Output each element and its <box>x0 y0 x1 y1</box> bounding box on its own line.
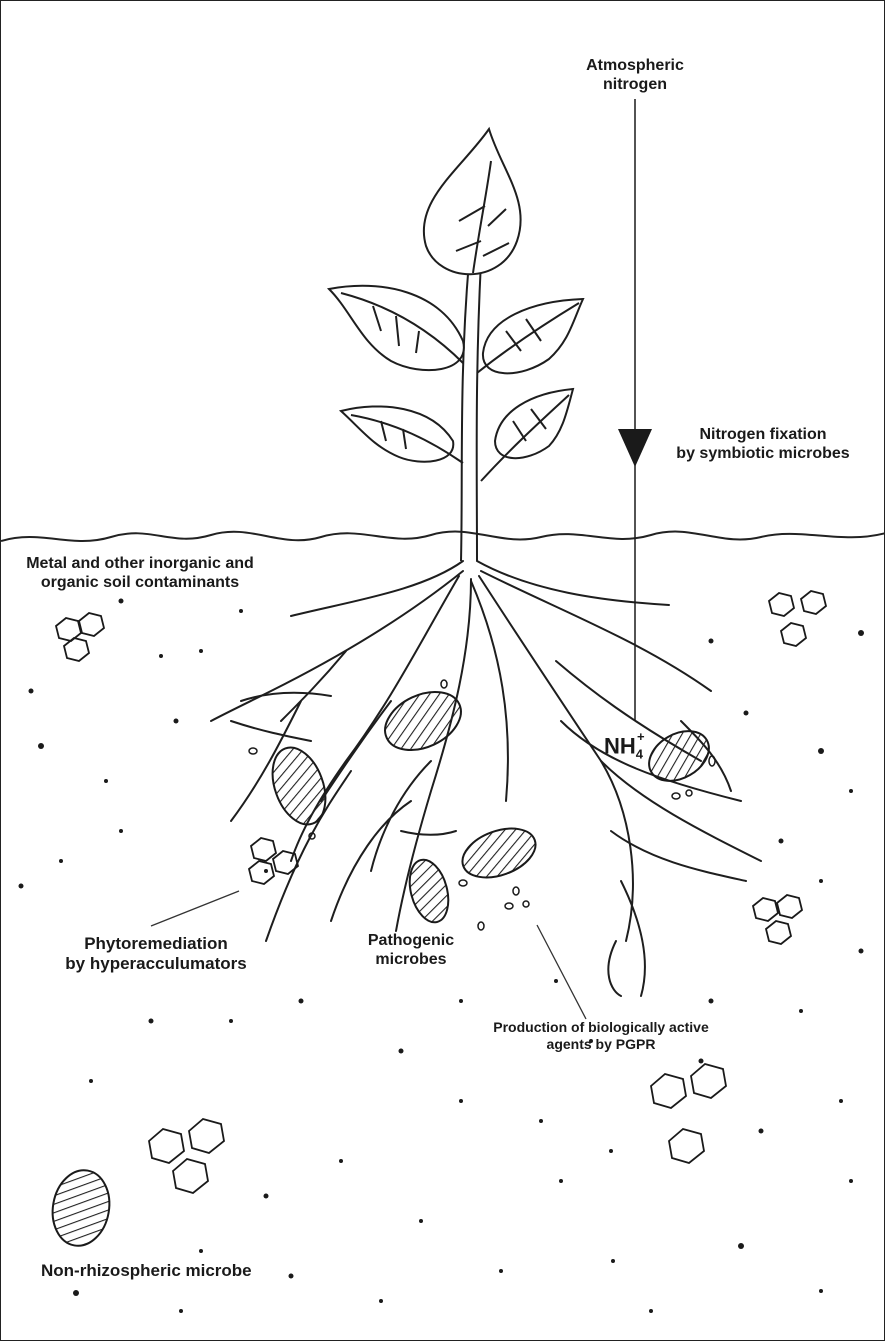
label-phytoremediation-line2: by hyperacculumators <box>31 954 281 974</box>
contaminant-cluster-bottom-right <box>651 1064 726 1163</box>
label-pathogenic-microbes-line2: microbes <box>351 950 471 969</box>
contaminant-cluster-left-top <box>56 613 104 661</box>
label-soil-contaminants-line2: organic soil contaminants <box>7 573 273 592</box>
label-nitrogen-fixation: Nitrogen fixation by symbiotic microbes <box>663 425 863 463</box>
label-ammonium: NH4+ <box>604 733 645 762</box>
ammonium-superscript: + <box>637 729 645 744</box>
label-phytoremediation-line1: Phytoremediation <box>31 934 281 954</box>
microbe-1 <box>376 681 470 762</box>
soil-surface-line <box>1 532 885 541</box>
plant-shoot <box>329 129 583 561</box>
rhizospheric-microbes <box>263 681 718 927</box>
label-atmospheric-nitrogen-line2: nitrogen <box>557 75 713 94</box>
label-pgpr-production-line2: agents by PGPR <box>461 1036 741 1053</box>
leaf-lower-left <box>341 406 453 461</box>
label-pathogenic-microbes-line1: Pathogenic <box>351 931 471 950</box>
ammonium-subscript: 4 <box>636 747 643 762</box>
label-soil-contaminants: Metal and other inorganic and organic so… <box>7 554 273 592</box>
contaminant-cluster-right-middle <box>753 895 802 944</box>
label-atmospheric-nitrogen-line1: Atmospheric <box>557 56 713 75</box>
label-atmospheric-nitrogen: Atmospheric nitrogen <box>557 56 713 94</box>
leaf-top <box>424 129 521 274</box>
label-non-rhizospheric-microbe-text: Non-rhizospheric microbe <box>41 1261 281 1281</box>
label-nitrogen-fixation-line2: by symbiotic microbes <box>663 444 863 463</box>
label-phytoremediation: Phytoremediation by hyperacculumators <box>31 934 281 975</box>
leaf-lower-right <box>495 389 573 458</box>
nitrogen-arrow <box>618 99 652 721</box>
ammonium-base: NH <box>604 733 636 758</box>
non-rhizospheric-microbe-shape <box>47 1166 115 1251</box>
label-pathogenic-microbes: Pathogenic microbes <box>351 931 471 969</box>
microbe-5 <box>456 819 542 886</box>
label-soil-contaminants-line1: Metal and other inorganic and <box>7 554 273 573</box>
pgpr-leader-line <box>537 925 586 1019</box>
contaminant-cluster-bottom-left <box>149 1119 224 1193</box>
label-non-rhizospheric-microbe: Non-rhizospheric microbe <box>41 1261 281 1281</box>
label-pgpr-production: Production of biologically active agents… <box>461 1019 741 1053</box>
contaminant-cluster-right-top <box>769 591 826 646</box>
label-pgpr-production-line1: Production of biologically active <box>461 1019 741 1036</box>
label-nitrogen-fixation-line1: Nitrogen fixation <box>663 425 863 444</box>
phytoremediation-leader-line <box>151 891 239 926</box>
